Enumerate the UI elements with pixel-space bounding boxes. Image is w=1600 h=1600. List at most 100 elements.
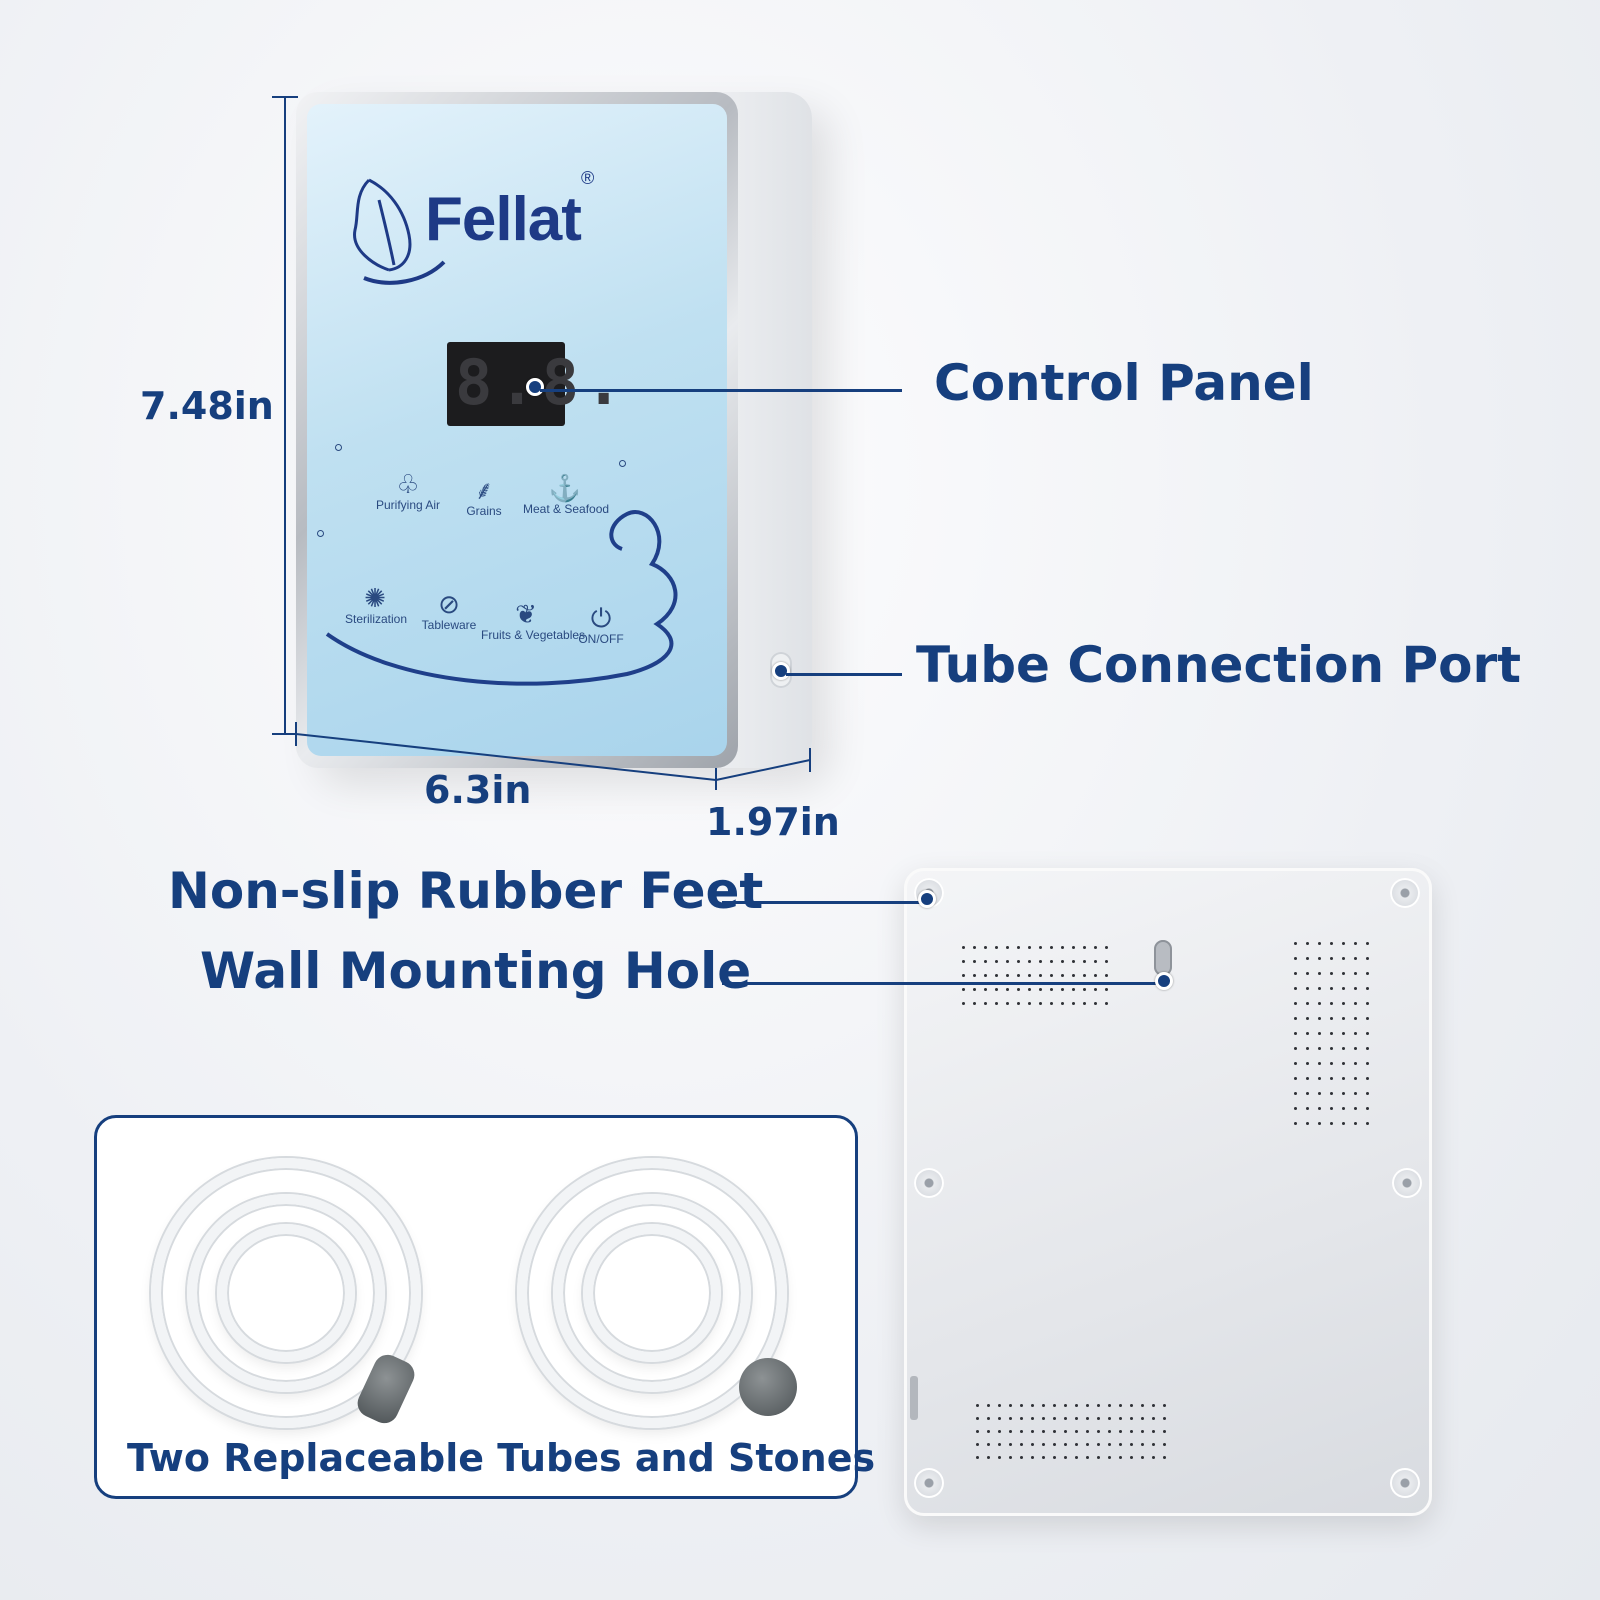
vent-hole [1318, 1002, 1321, 1005]
tube-coil-2-core [583, 1224, 721, 1362]
tree-icon: ♧ [396, 469, 420, 499]
vent-hole [1053, 1456, 1056, 1459]
vent-hole [1050, 960, 1053, 963]
vent-hole [976, 1443, 979, 1446]
vent-hole [1119, 1456, 1122, 1459]
vent-hole [1366, 1047, 1369, 1050]
vent-hole [1330, 987, 1333, 990]
brand-text: Fellat [425, 185, 582, 254]
tube-port-leader [786, 673, 902, 676]
vent-hole [1031, 1443, 1034, 1446]
vent-hole [1306, 1062, 1309, 1065]
vent-hole [1306, 942, 1309, 945]
vent-hole [1020, 1417, 1023, 1420]
vent-hole [1039, 988, 1042, 991]
vent-hole [976, 1430, 979, 1433]
vent-hole [987, 1404, 990, 1407]
vent-hole [1354, 1107, 1357, 1110]
vent-hole [1061, 988, 1064, 991]
rubber-foot [1390, 1468, 1420, 1498]
vent-hole [1061, 974, 1064, 977]
vent-hole [1354, 1122, 1357, 1125]
tube-coil-2 [517, 1158, 787, 1428]
vent-hole [1097, 1430, 1100, 1433]
vent-hole [1028, 988, 1031, 991]
vent-hole [976, 1417, 979, 1420]
vent-hole [1294, 1002, 1297, 1005]
vent-hole [1366, 957, 1369, 960]
vent-hole [1330, 1062, 1333, 1065]
rubber-feet-dot [918, 890, 936, 908]
mode-sterilization[interactable]: ✺ Sterilization [345, 584, 407, 626]
vent-hole [962, 960, 965, 963]
vent-hole [1072, 974, 1075, 977]
vent-hole [1130, 1430, 1133, 1433]
vent-hole [987, 1443, 990, 1446]
vent-hole [1330, 1077, 1333, 1080]
vent-hole [1094, 1002, 1097, 1005]
vent-hole [1020, 1456, 1023, 1459]
power-button[interactable]: ⏻ ON/OFF [577, 604, 625, 646]
vent-hole [1294, 1032, 1297, 1035]
mode-purifying-air[interactable]: ♧ Purifying Air [373, 470, 443, 512]
mounting-hole-leader [722, 982, 1160, 985]
wheat-icon: ⸙ [474, 475, 494, 505]
accessories-box: Two Replaceable Tubes and Stones [94, 1115, 875, 1499]
vent-hole [1083, 946, 1086, 949]
vent-hole [1053, 1417, 1056, 1420]
screw-hole [1392, 1168, 1422, 1198]
vent-hole [1342, 942, 1345, 945]
vent-hole [1042, 1443, 1045, 1446]
vent-hole [1342, 1107, 1345, 1110]
vent-hole [1318, 1107, 1321, 1110]
vent-hole [1318, 942, 1321, 945]
vent-hole [1086, 1456, 1089, 1459]
screw-hole [914, 1168, 944, 1198]
vent-hole [1366, 1062, 1369, 1065]
mode-grains[interactable]: ⸙ Grains [459, 476, 509, 518]
vent-hole [1031, 1404, 1034, 1407]
tube-port-dot [772, 662, 790, 680]
vent-hole [1342, 1002, 1345, 1005]
vent-hole [1072, 1002, 1075, 1005]
vent-hole [1163, 1443, 1166, 1446]
vent-hole [1306, 972, 1309, 975]
vent-hole [1330, 972, 1333, 975]
vent-hole [1306, 1077, 1309, 1080]
vent-hole [1330, 1017, 1333, 1020]
vent-hole [1053, 1404, 1056, 1407]
vent-hole [1152, 1417, 1155, 1420]
mode-fruits-vegetables[interactable]: ❦ Fruits & Vegetables [481, 600, 585, 642]
vent-hole [1006, 960, 1009, 963]
vent-hole [1318, 1062, 1321, 1065]
vent-hole [1050, 974, 1053, 977]
vent-hole [1105, 946, 1108, 949]
vent-hole [984, 946, 987, 949]
vent-hole [1017, 988, 1020, 991]
vent-hole [984, 974, 987, 977]
vent-hole [1039, 960, 1042, 963]
vent-hole [1318, 1122, 1321, 1125]
vent-hole [1042, 1404, 1045, 1407]
vent-hole [1342, 1032, 1345, 1035]
vent-hole [1163, 1417, 1166, 1420]
vent-hole [1354, 972, 1357, 975]
vent-hole [995, 974, 998, 977]
vent-hole [973, 960, 976, 963]
vent-hole [984, 1002, 987, 1005]
vent-hole [1318, 1032, 1321, 1035]
side-slot [910, 1376, 918, 1420]
vent-hole [1031, 1456, 1034, 1459]
vent-hole [1354, 1062, 1357, 1065]
mode-tableware[interactable]: ⊘ Tableware [421, 590, 477, 632]
vent-hole [1017, 960, 1020, 963]
depth-label: 1.97in [706, 800, 840, 844]
vent-hole [973, 974, 976, 977]
vent-hole [1366, 987, 1369, 990]
vent-hole [1130, 1443, 1133, 1446]
vent-hole [1141, 1443, 1144, 1446]
vent-hole [1294, 1017, 1297, 1020]
mode-meat-seafood[interactable]: ⚓ Meat & Seafood [523, 474, 609, 516]
vent-hole [1306, 1122, 1309, 1125]
vent-hole [1130, 1417, 1133, 1420]
